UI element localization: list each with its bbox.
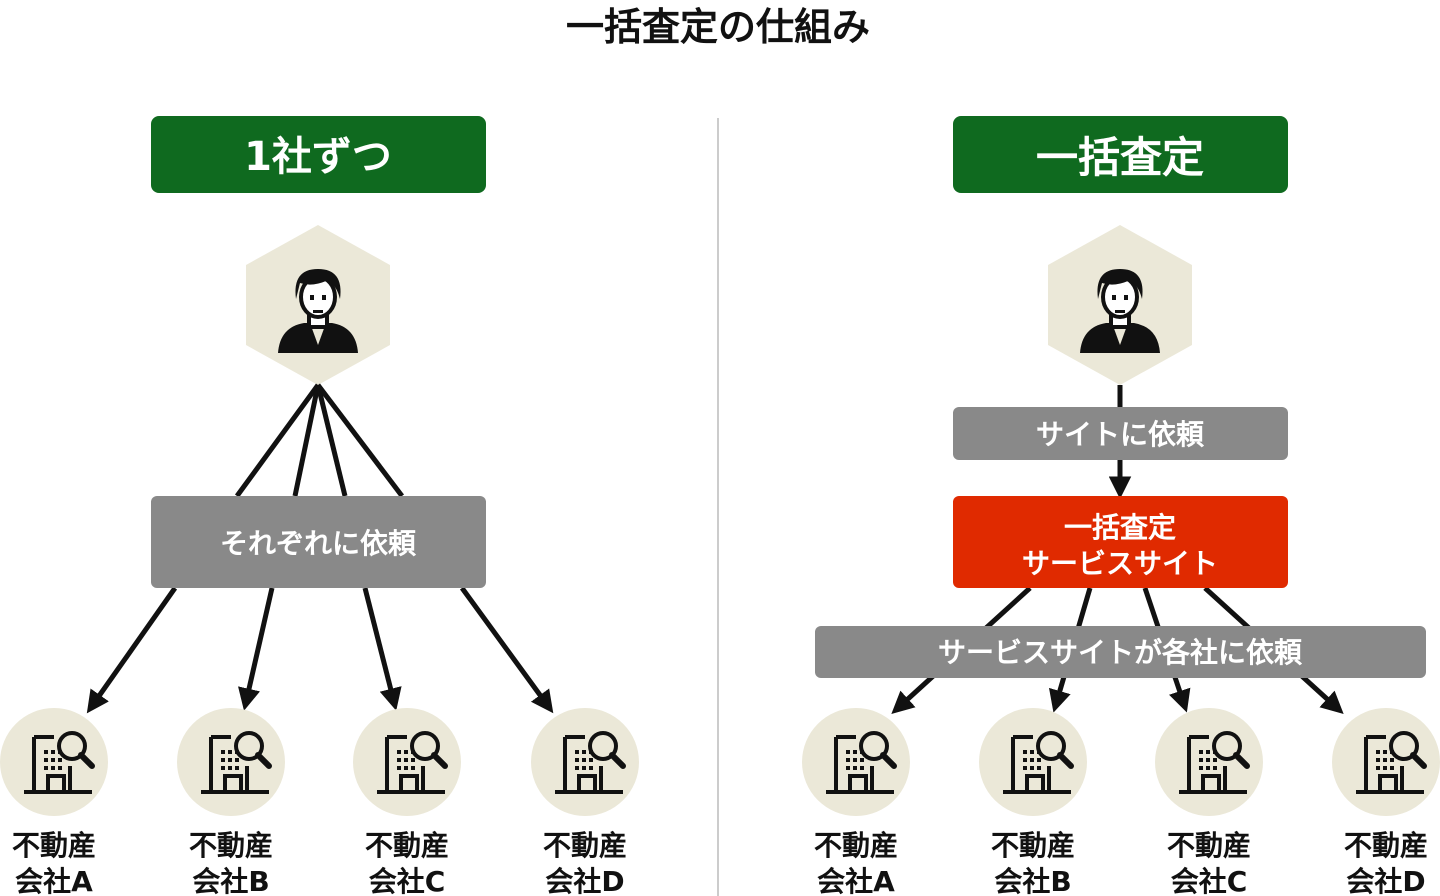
company-label: 会社C — [369, 865, 446, 896]
request-box — [151, 496, 486, 588]
company-a: 不動産 会社A — [802, 708, 910, 896]
company-label: 不動産 — [814, 829, 898, 862]
company-label: 会社B — [192, 865, 269, 896]
company-label: 不動産 — [12, 829, 96, 862]
company-c: 不動産 会社C — [1155, 708, 1263, 896]
company-label: 不動産 — [1344, 829, 1428, 862]
company-label: 会社C — [1171, 865, 1248, 896]
dispatch-label: サービスサイトが各社に依頼 — [938, 636, 1303, 669]
left-header: 1社ずつ — [244, 134, 392, 180]
company-b: 不動産 会社B — [979, 708, 1087, 896]
site-request-label: サイトに依頼 — [1036, 418, 1205, 451]
left-header-box — [151, 116, 486, 193]
right-panel: 一括査定 サイトに依頼 一括査定 サービスサイト サービスサイトが各社に依頼 — [815, 116, 1426, 715]
company-d: 不動産 会社D — [531, 708, 639, 896]
request-label: それぞれに依頼 — [220, 527, 417, 560]
company-a: 不動産 会社A — [0, 708, 108, 896]
company-label: 不動産 — [543, 829, 627, 862]
company-label: 不動産 — [189, 829, 273, 862]
service-site-line1: 一括査定 — [1064, 511, 1176, 544]
request-lines — [86, 383, 554, 714]
company-c: 不動産 会社C — [353, 708, 461, 896]
service-site-line2: サービスサイト — [1022, 547, 1218, 580]
right-header: 一括査定 — [1036, 133, 1204, 182]
left-panel: 1社ずつ それぞれに依頼 — [86, 116, 554, 714]
company-label: 会社A — [15, 865, 93, 896]
company-b: 不動産 会社B — [177, 708, 285, 896]
dispatch-box — [815, 626, 1426, 678]
company-label: 会社D — [545, 865, 624, 896]
company-label: 会社B — [994, 865, 1071, 896]
company-d: 不動産 会社D — [1332, 708, 1440, 896]
page-title: 一括査定の仕組み — [566, 5, 870, 49]
company-label: 会社D — [1346, 865, 1425, 896]
left-companies: 不動産 会社A 不動産 会社B 不動産 会社C 不動産 会社D — [0, 708, 639, 896]
right-header-box — [953, 116, 1288, 193]
site-request-box — [953, 407, 1288, 460]
company-label: 会社A — [817, 865, 895, 896]
company-label: 不動産 — [991, 829, 1075, 862]
company-label: 不動産 — [365, 829, 449, 862]
right-companies: 不動産 会社A 不動産 会社B 不動産 会社C 不動産 会社D — [802, 708, 1440, 896]
company-label: 不動産 — [1167, 829, 1251, 862]
service-site-box — [953, 496, 1288, 588]
